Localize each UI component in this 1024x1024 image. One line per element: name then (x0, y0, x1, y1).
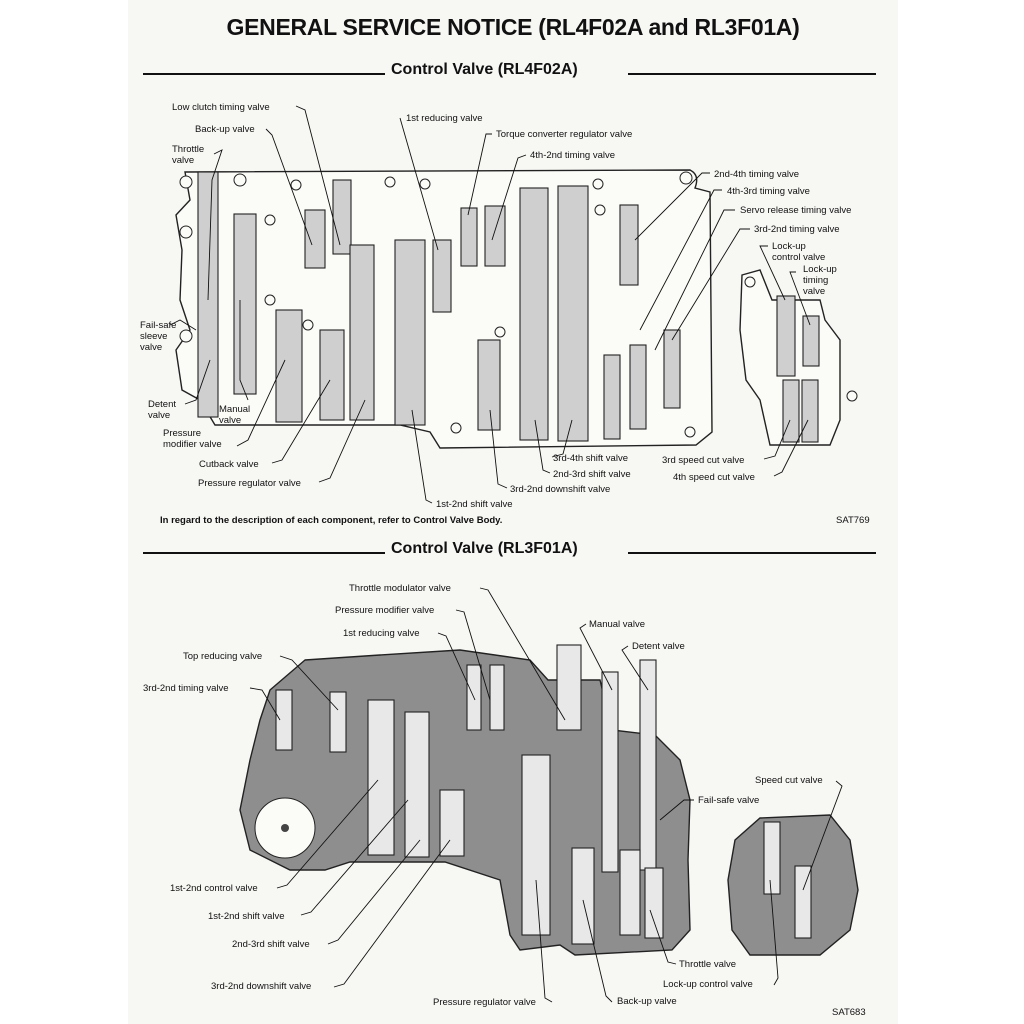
section2-heading: Control Valve (RL3F01A) (387, 540, 582, 558)
label-servo-release-timing-valve: Servo release timing valve (740, 205, 851, 216)
label-speed-cut-valve: Speed cut valve (755, 775, 823, 786)
label-2nd-3rd-shift-valve-2: 2nd-3rd shift valve (232, 939, 310, 950)
rl4f02a-labels: Low clutch timing valve Back-up valve Th… (140, 102, 870, 526)
section1-rule-left (143, 73, 385, 75)
label-3rd-2nd-downshift-valve: 3rd-2nd downshift valve (510, 484, 610, 495)
rl4f02a-figure-code: SAT769 (836, 515, 870, 526)
rl3f01a-valves (275, 644, 812, 945)
label-3rd-4th-shift-valve: 3rd-4th shift valve (553, 453, 628, 464)
label-back-up-valve-2: Back-up valve (617, 996, 677, 1007)
section2-rule-left (143, 552, 385, 554)
section2-rule-right (628, 552, 876, 554)
label-top-reducing-valve: Top reducing valve (183, 651, 262, 662)
rl4f02a-reference-note: In regard to the description of each com… (160, 515, 502, 526)
label-throttle-valve-2: Throttle valve (679, 959, 736, 970)
label-throttle-modulator-valve: Throttle modulator valve (349, 583, 451, 594)
label-fail-safe-valve: Fail-safe valve (698, 795, 759, 806)
label-pressure-modifier-valve-2: Pressure modifier valve (335, 605, 434, 616)
label-low-clutch-timing-valve: Low clutch timing valve (172, 102, 270, 113)
label-2nd-4th-timing-valve: 2nd-4th timing valve (714, 169, 799, 180)
label-detent-valve-2: Detent valve (632, 641, 685, 652)
label-3rd-2nd-timing-valve-2: 3rd-2nd timing valve (143, 683, 229, 694)
label-3rd-2nd-downshift-valve-2: 3rd-2nd downshift valve (211, 981, 311, 992)
label-1st-2nd-shift-valve-2: 1st-2nd shift valve (208, 911, 285, 922)
label-torque-converter-regulator-valve: Torque converter regulator valve (496, 129, 632, 140)
label-1st-2nd-shift-valve: 1st-2nd shift valve (436, 499, 513, 510)
rl4f02a-bolt-holes (179, 171, 858, 438)
label-manual-valve-2: Manual valve (589, 619, 645, 630)
label-cutback-valve: Cutback valve (199, 459, 259, 470)
label-1st-reducing-valve-2: 1st reducing valve (343, 628, 420, 639)
label-back-up-valve: Back-up valve (195, 124, 255, 135)
label-pressure-regulator-valve-2: Pressure regulator valve (433, 997, 536, 1008)
rl3f01a-labels: Throttle modulator valve Pressure modifi… (143, 583, 866, 1018)
label-lock-up-control-valve-2: Lock-up control valve (663, 979, 753, 990)
label-4th-speed-cut-valve: 4th speed cut valve (673, 472, 755, 483)
label-3rd-2nd-timing-valve: 3rd-2nd timing valve (754, 224, 840, 235)
label-3rd-speed-cut-valve: 3rd speed cut valve (662, 455, 744, 466)
section1-rule-right (628, 73, 876, 75)
label-pressure-regulator-valve: Pressure regulator valve (198, 478, 301, 489)
label-1st-reducing-valve: 1st reducing valve (406, 113, 483, 124)
rl3f01a-valve-body (239, 644, 859, 956)
label-4th-3rd-timing-valve: 4th-3rd timing valve (727, 186, 810, 197)
label-1st-2nd-control-valve: 1st-2nd control valve (170, 883, 258, 894)
rl4f02a-leader-lines (169, 105, 811, 504)
label-4th-2nd-timing-valve: 4th-2nd timing valve (530, 150, 615, 161)
page-title: GENERAL SERVICE NOTICE (RL4F02A and RL3F… (226, 14, 800, 40)
label-2nd-3rd-shift-valve: 2nd-3rd shift valve (553, 469, 631, 480)
rl3f01a-figure-code: SAT683 (832, 1007, 866, 1018)
section1-heading: Control Valve (RL4F02A) (387, 61, 582, 79)
rl3f01a-leader-lines (249, 587, 843, 1003)
